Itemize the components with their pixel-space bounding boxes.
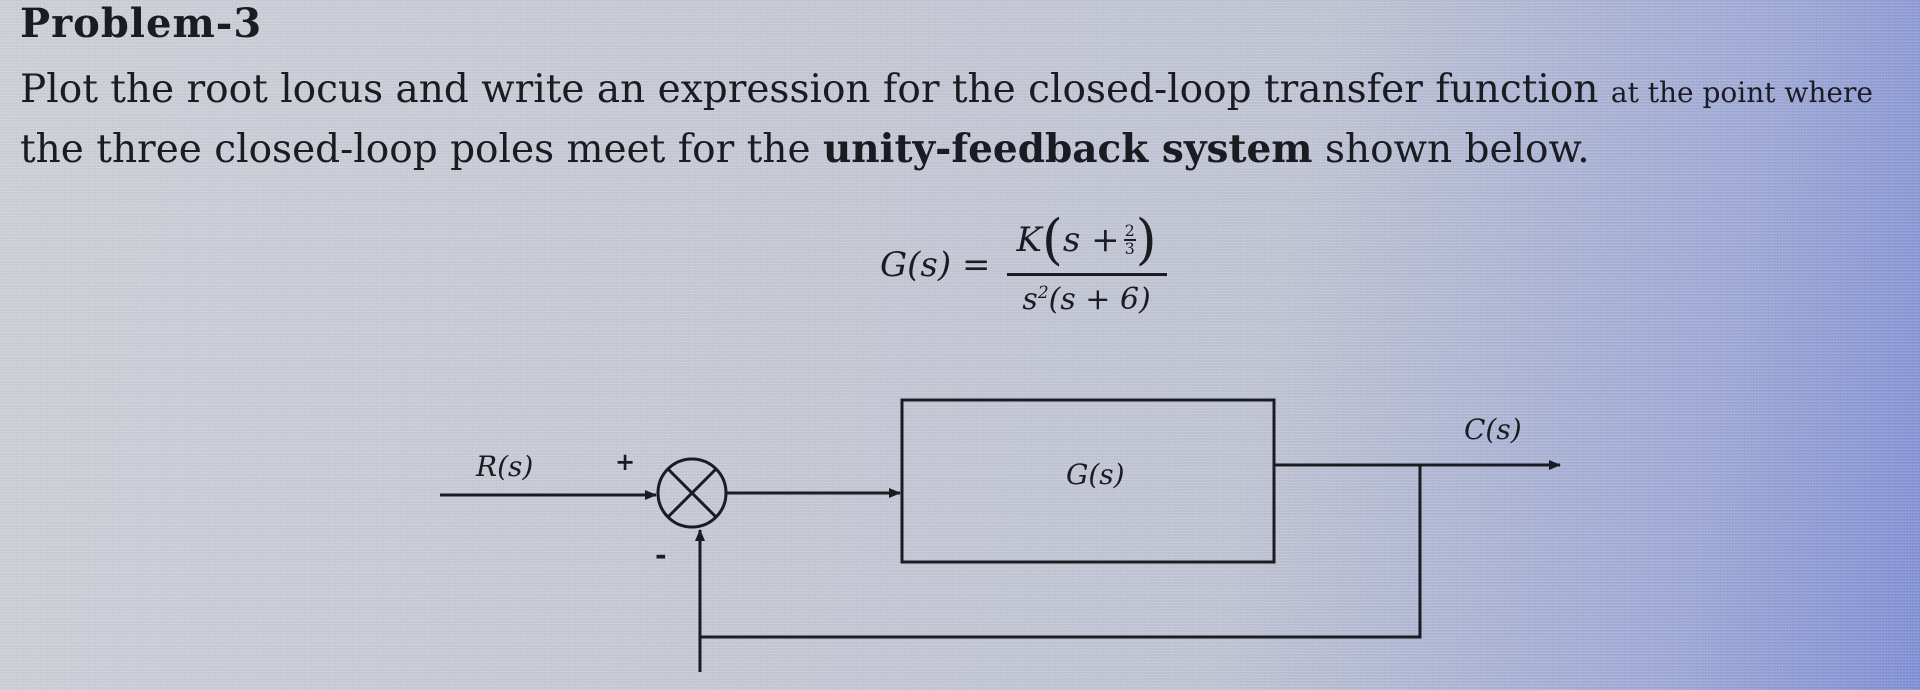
fraction-bar bbox=[1006, 273, 1167, 276]
summing-junction bbox=[656, 457, 728, 529]
minus-sign: - bbox=[655, 538, 667, 571]
equation-numerator-term: s + bbox=[1062, 220, 1120, 260]
equation-lhs: G(s) = bbox=[880, 245, 991, 285]
denominator-variable: s bbox=[1022, 282, 1038, 317]
feedback-path bbox=[698, 465, 1422, 672]
equation-numerator: K ( s + 2 3 ) bbox=[1004, 213, 1168, 273]
zero-fraction: 2 3 bbox=[1123, 221, 1136, 258]
zero-fraction-bar bbox=[1123, 239, 1136, 241]
input-label: R(s) bbox=[476, 450, 534, 483]
statement-line1: Plot the root locus and write an express… bbox=[20, 67, 1599, 112]
equation-gain: K bbox=[1016, 220, 1042, 260]
zero-numerator: 2 bbox=[1124, 221, 1135, 240]
zero-denominator: 3 bbox=[1124, 239, 1135, 258]
output-label: C(s) bbox=[1464, 413, 1522, 446]
denominator-rest: (s + 6) bbox=[1048, 282, 1151, 317]
block-label: G(s) bbox=[1066, 458, 1125, 491]
left-paren: ( bbox=[1041, 208, 1063, 271]
plant-block bbox=[900, 398, 1276, 564]
statement-line1-small: at the point where bbox=[1610, 76, 1873, 109]
statement-line2-post: shown below. bbox=[1324, 127, 1590, 172]
statement-bold-phrase: unity-feedback system bbox=[822, 126, 1313, 172]
right-paren: ) bbox=[1135, 208, 1157, 271]
equation-fraction: K ( s + 2 3 ) s2(s + 6) bbox=[1004, 213, 1168, 317]
plus-sign: + bbox=[615, 447, 636, 476]
problem-statement: Plot the root locus and write an express… bbox=[20, 62, 1900, 178]
denominator-power: 2 bbox=[1037, 283, 1049, 303]
statement-line2-pre: the three closed-loop poles meet for the bbox=[20, 127, 811, 172]
equation-denominator: s2(s + 6) bbox=[1022, 276, 1150, 317]
problem-title: Problem-3 bbox=[20, 0, 263, 47]
transfer-function-equation: G(s) = K ( s + 2 3 ) s2(s + 6) bbox=[880, 195, 1169, 335]
